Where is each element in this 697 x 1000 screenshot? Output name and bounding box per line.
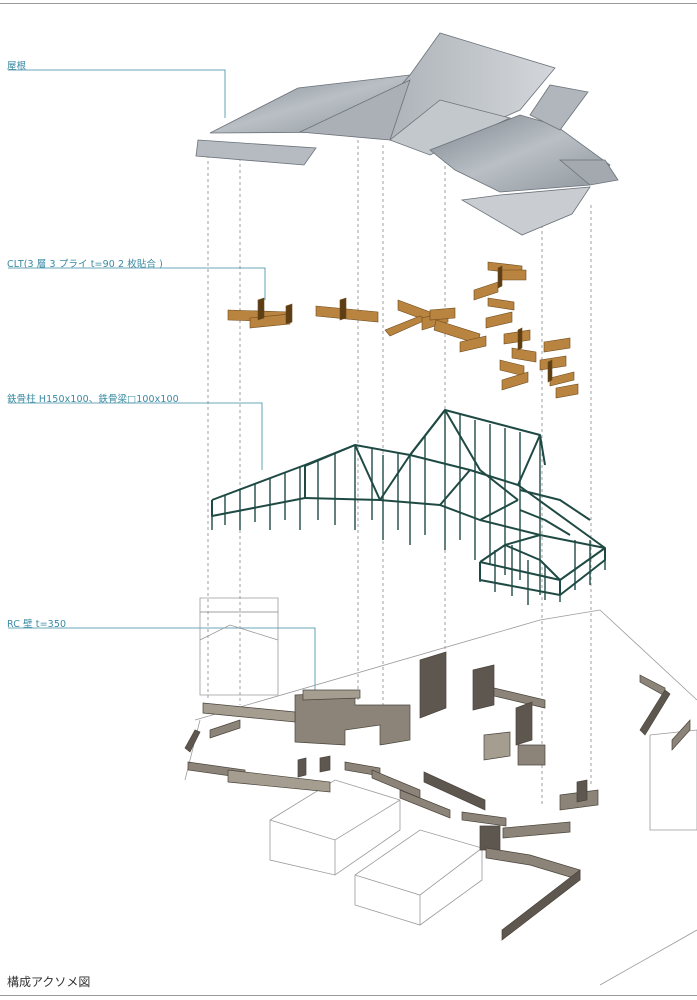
steel-columns [211, 410, 606, 605]
figure-caption: 構成アクソメ図 [7, 975, 91, 989]
roof-layer [195, 32, 619, 236]
rc-context-outlines [184, 597, 697, 986]
bottom-rule [0, 995, 697, 996]
projection-lines [207, 140, 592, 805]
steel-layer [211, 409, 606, 596]
clt-label: CLT(3 層 3 プライ t=90 2 枚貼合 ) [7, 259, 163, 270]
steel-leader [8, 402, 263, 470]
leader-lines [8, 69, 316, 695]
steel-label: 鉄骨柱 H150x100、鉄骨梁□100x100 [7, 394, 179, 405]
clt-leader [8, 267, 266, 300]
roof-label: 屋根 [7, 61, 27, 72]
top-rule [0, 3, 697, 4]
clt-layer [227, 261, 579, 399]
rc-walls [184, 651, 691, 941]
rc-wall-label: RC 壁 t=350 [7, 619, 67, 630]
rc-leader [8, 627, 316, 695]
roof-leader [8, 69, 226, 118]
